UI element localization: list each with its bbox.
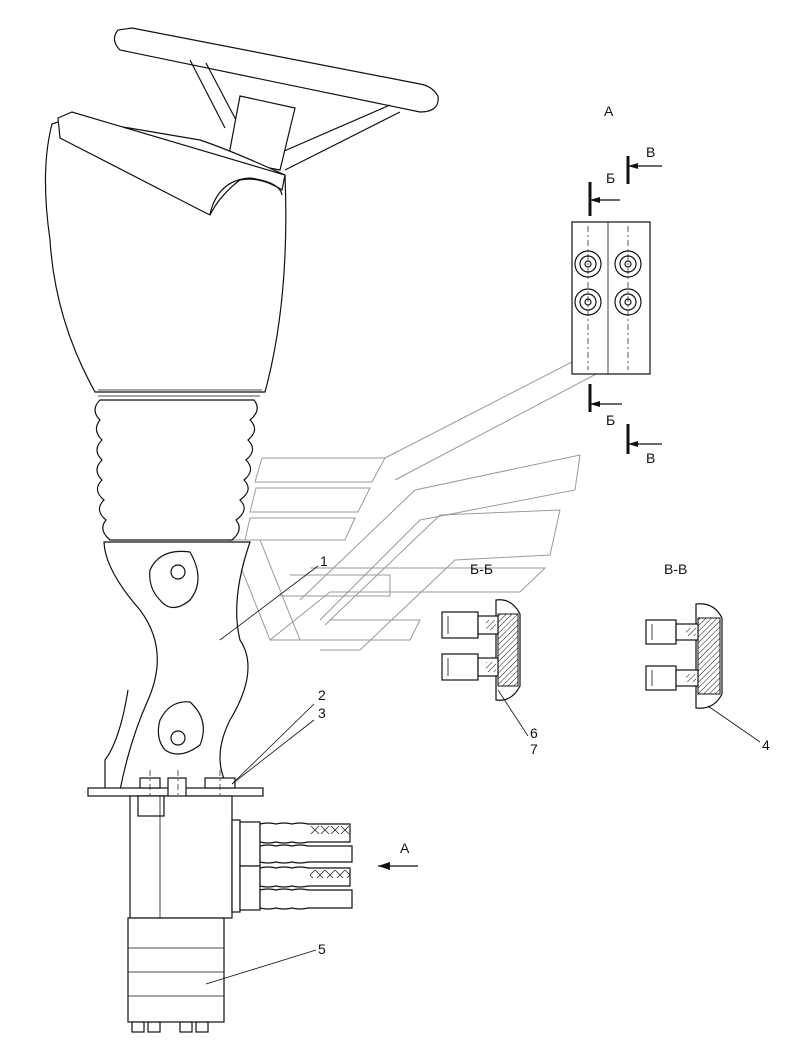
view-b-top-label: В [646, 144, 655, 160]
callout-2: 2 [318, 687, 326, 703]
port-fittings [574, 250, 642, 316]
column-bellows [94, 399, 258, 541]
callout-3: 3 [318, 705, 326, 721]
view-a-arrow: А [378, 840, 418, 870]
hose-bundle [239, 821, 353, 911]
section-vv-detail: В-В [645, 561, 723, 709]
view-a-detail: А Б В Б В [571, 103, 662, 466]
steering-wheel [113, 27, 439, 171]
column-tube [103, 541, 251, 791]
hydraulic-valve-body [129, 795, 241, 919]
view-a-arrow-label: А [400, 840, 410, 856]
background-wireframe [229, 344, 606, 651]
section-b-bottom-label: Б [606, 412, 615, 428]
callout-7: 7 [530, 741, 538, 757]
section-b-top-label: Б [606, 170, 615, 186]
callout-4: 4 [762, 737, 770, 753]
callout-leaders [205, 565, 761, 985]
view-b-bottom-label: В [646, 450, 655, 466]
column-shroud [44, 111, 287, 397]
section-bb-title: Б-Б [470, 561, 493, 577]
hydraulic-motor [127, 917, 225, 1033]
section-bb-detail: Б-Б [441, 561, 521, 701]
callout-1: 1 [320, 553, 328, 569]
callout-5: 5 [318, 941, 326, 957]
view-a-title: А [604, 103, 614, 119]
callout-6: 6 [530, 725, 538, 741]
callout-numbers: 1 2 3 4 5 6 7 [318, 553, 770, 957]
section-vv-title: В-В [664, 561, 687, 577]
